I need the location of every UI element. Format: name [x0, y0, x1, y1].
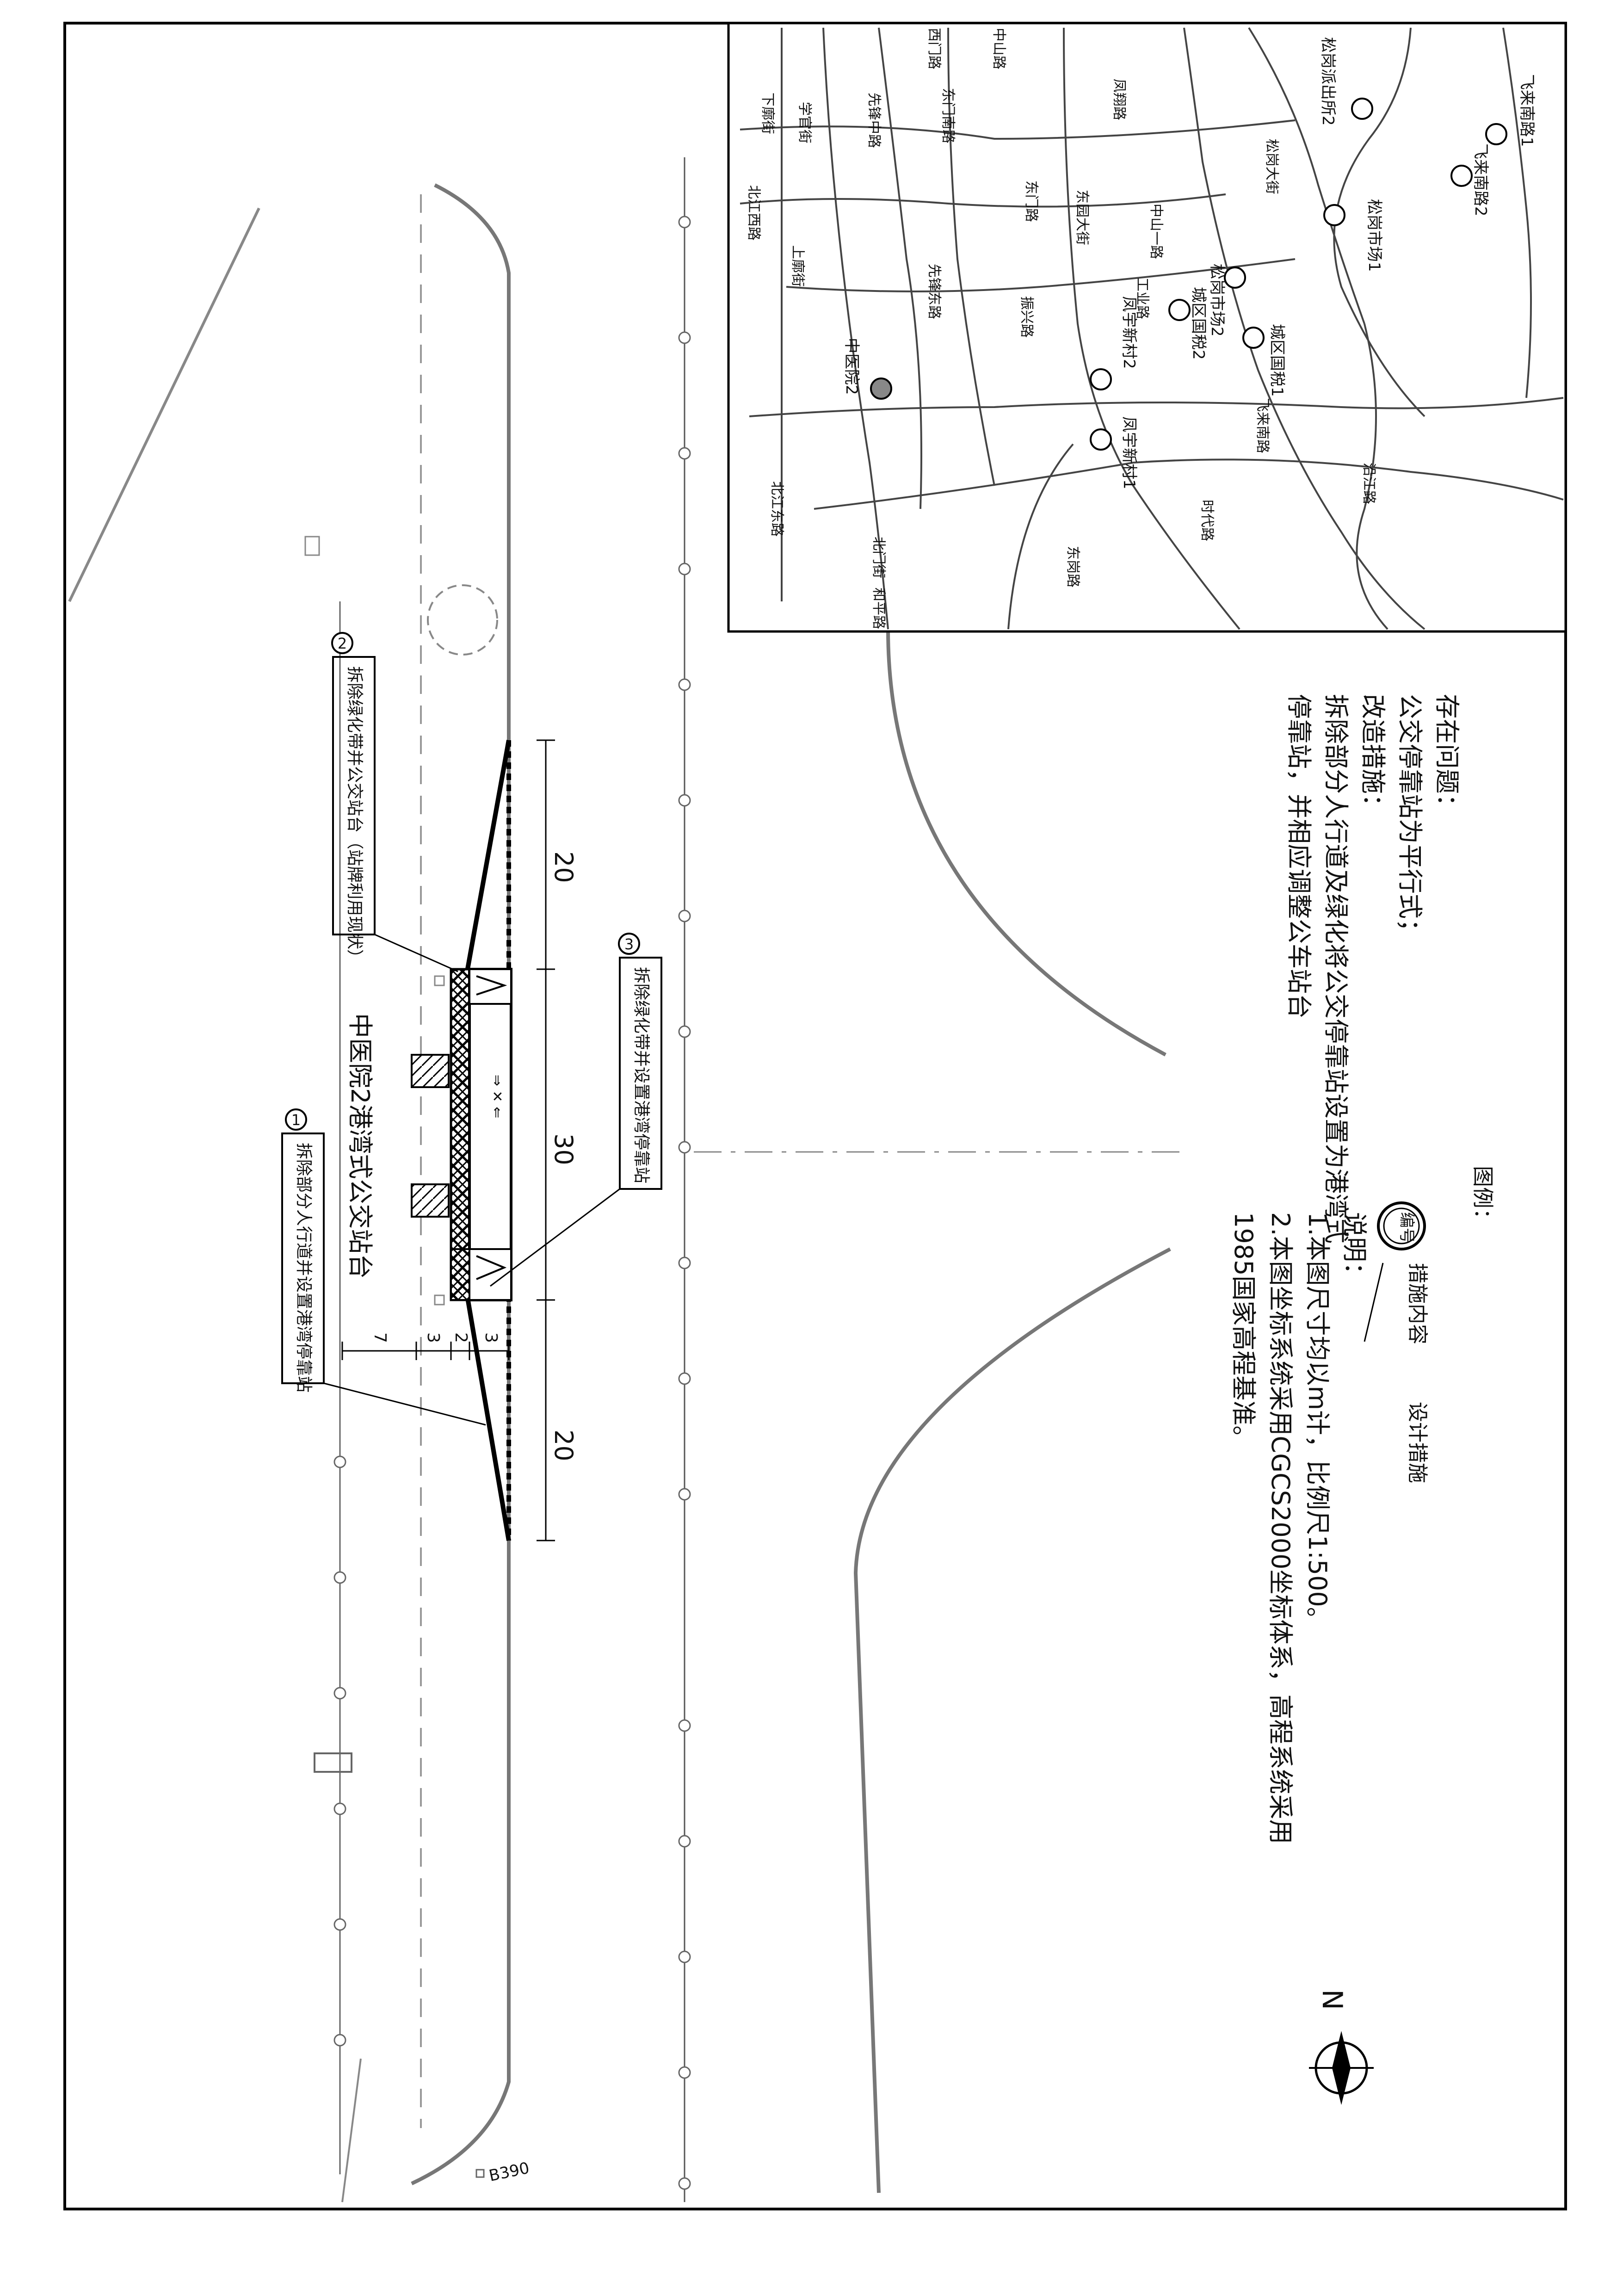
measures-text-1: 拆除部分人行道及绿化将公交停靠站设置为港湾式 — [1321, 694, 1351, 1244]
stop-name: 中医院2港湾式公交站台 — [346, 1013, 375, 1279]
note-3: 1985国家高程基准。 — [1229, 1212, 1258, 1450]
svg-text:1: 1 — [291, 1111, 301, 1129]
svg-text:凤宇新村2: 凤宇新村2 — [1120, 296, 1138, 369]
dim-20-bottom: 20 — [549, 1430, 578, 1461]
measures-text-2: 停靠站，并相应调整公车站台 — [1284, 694, 1314, 1019]
dim-30: 30 — [549, 1133, 578, 1165]
svg-text:飞来南路: 飞来南路 — [1254, 398, 1271, 453]
note-2: 2.本图坐标系统采用CGCS2000坐标体系，高程系统采用 — [1266, 1212, 1295, 1844]
svg-text:⇒ ✕ ⇐: ⇒ ✕ ⇐ — [489, 1075, 505, 1118]
dim-w3b: 3 — [481, 1332, 500, 1343]
svg-text:下廓街: 下廓街 — [759, 93, 776, 134]
callout-1: 1 拆除部分人行道并设置港湾停靠站 — [281, 1108, 486, 1426]
svg-text:凤宇新村1: 凤宇新村1 — [1120, 416, 1138, 489]
location-map: 飞来南路1 飞来南路2 松岗派出所2 松岗市场1 松岗市场2 城区国税1 城区国… — [727, 22, 1567, 633]
legend: 图例： 编号 措施内容 设计措施 — [1364, 1166, 1495, 1483]
svg-text:拆除绿化带并公交站台（站牌利用现状）: 拆除绿化带并公交站台（站牌利用现状） — [345, 666, 364, 966]
svg-text:飞来南路2: 飞来南路2 — [1471, 143, 1490, 217]
svg-text:工业路: 工业路 — [1134, 278, 1150, 319]
legend-badge — [1377, 1201, 1426, 1250]
svg-text:北江西路: 北江西路 — [746, 185, 762, 241]
svg-text:东岗路: 东岗路 — [1065, 546, 1081, 588]
current-stop-marker — [870, 378, 892, 400]
svg-text:学官街: 学官街 — [796, 102, 813, 143]
notes: 说明： 1.本图尺寸均以m计，比例尺1:500。 2.本图坐标系统采用CGCS2… — [1229, 1212, 1369, 1844]
svg-text:拆除绿化带并设置港湾停靠站: 拆除绿化带并设置港湾停靠站 — [632, 967, 651, 1183]
svg-text:和平路: 和平路 — [870, 588, 887, 629]
svg-text:振兴路: 振兴路 — [1018, 296, 1035, 338]
dim-20-top: 20 — [549, 851, 578, 883]
problem-panel: 存在问题： 公交停靠站为平行式； 改造措施： 拆除部分人行道及绿化将公交停靠站设… — [1284, 694, 1462, 1244]
svg-text:飞来南路1: 飞来南路1 — [1518, 74, 1536, 147]
road-plan: ⇒ ✕ ⇐ 20 30 20 7 3 2 3 2 拆 — [68, 157, 1179, 2203]
svg-text:城区国税1: 城区国税1 — [1268, 324, 1286, 397]
svg-text:先锋东路: 先锋东路 — [926, 264, 942, 319]
svg-text:北门街: 北门街 — [870, 537, 887, 578]
svg-text:凤翔路: 凤翔路 — [1111, 79, 1127, 120]
svg-text:先锋中路: 先锋中路 — [866, 93, 882, 148]
legend-item2: 设计措施 — [1406, 1402, 1429, 1483]
svg-text:东门路: 东门路 — [1023, 180, 1039, 222]
svg-text:中医院2: 中医院2 — [842, 338, 861, 395]
svg-text:3: 3 — [624, 935, 634, 953]
svg-text:编号: 编号 — [1397, 1212, 1416, 1244]
svg-text:东园大街: 东园大街 — [1074, 190, 1090, 245]
svg-text:松岗市场2: 松岗市场2 — [1208, 264, 1226, 337]
legend-title: 图例： — [1470, 1166, 1495, 1230]
dim-w7: 7 — [370, 1332, 389, 1343]
north-arrow-icon: N — [1309, 1989, 1374, 2105]
legend-item1: 措施内容 — [1406, 1263, 1429, 1344]
svg-text:东门南路: 东门南路 — [940, 88, 956, 143]
dim-w3a: 3 — [424, 1332, 443, 1343]
note-1: 1.本图尺寸均以m计，比例尺1:500。 — [1303, 1212, 1332, 1632]
svg-text:松岗大街: 松岗大街 — [1264, 139, 1280, 194]
svg-text:中山路: 中山路 — [991, 28, 1007, 69]
notes-title: 说明： — [1340, 1212, 1369, 1287]
svg-text:北江东路: 北江东路 — [769, 481, 785, 537]
svg-text:上廓街: 上廓街 — [790, 245, 806, 287]
callout-3: 3 拆除绿化带并设置港湾停靠站 — [490, 933, 662, 1287]
map-stop-markers — [1090, 98, 1507, 451]
callout-2: 2 拆除绿化带并公交站台（站牌利用现状） — [331, 632, 458, 972]
marker-label: B390 — [488, 2159, 531, 2185]
problems-text: 公交停靠站为平行式； — [1395, 694, 1425, 944]
svg-text:拆除部分人行道并设置港湾停靠站: 拆除部分人行道并设置港湾停靠站 — [294, 1143, 313, 1392]
svg-text:松岗派出所2: 松岗派出所2 — [1319, 37, 1337, 126]
bus-bay: ⇒ ✕ ⇐ — [341, 739, 555, 1541]
survey-points — [333, 216, 691, 2190]
svg-text:时代路: 时代路 — [1199, 500, 1215, 541]
dim-w2: 2 — [451, 1332, 470, 1343]
svg-text:城区国税2: 城区国税2 — [1189, 287, 1208, 360]
svg-text:松岗市场1: 松岗市场1 — [1365, 199, 1383, 272]
svg-text:中山一路: 中山一路 — [1148, 204, 1164, 259]
problems-title: 存在问题： — [1432, 694, 1462, 819]
svg-text:2: 2 — [338, 635, 347, 652]
svg-text:沿江路: 沿江路 — [1361, 463, 1377, 504]
svg-text:西门路: 西门路 — [926, 28, 942, 69]
svg-text:N: N — [1316, 1989, 1348, 2010]
measures-title: 改造措施： — [1358, 694, 1388, 819]
